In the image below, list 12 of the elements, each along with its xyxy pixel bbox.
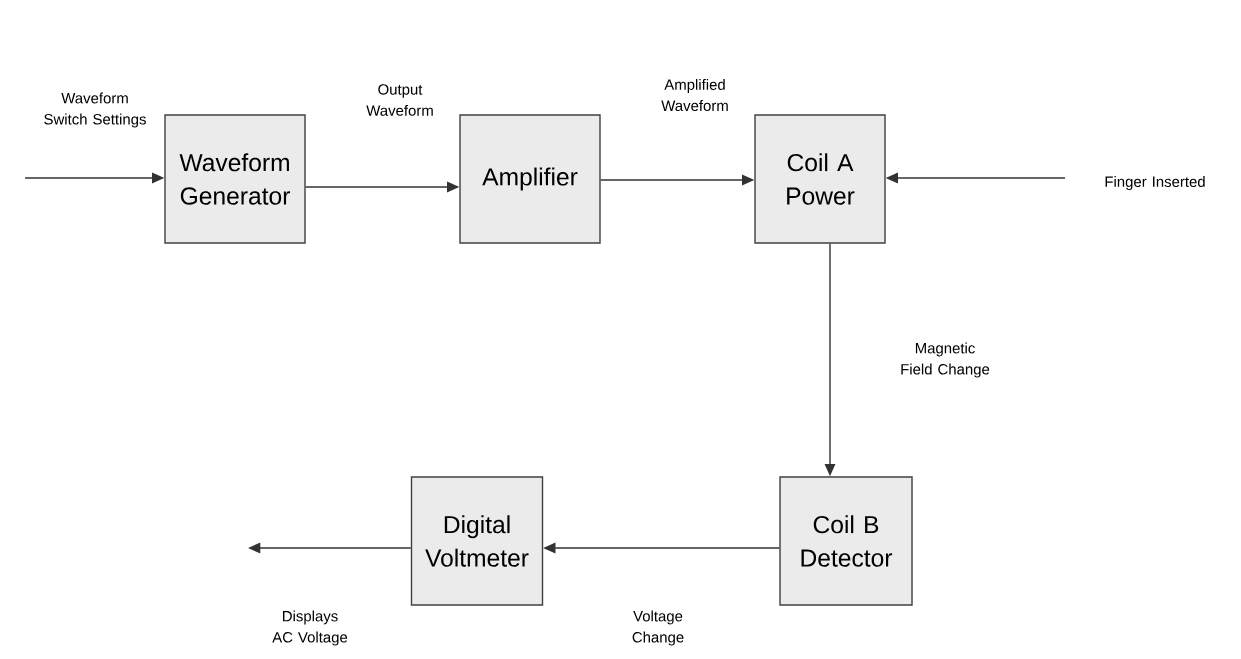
edge-label: Finger Inserted [1105,176,1205,190]
process-box: Coil A Power [754,114,886,244]
edge-label: Waveform Switch Settings [44,92,146,128]
process-box: Amplifier [459,114,601,244]
edge-label: Voltage Change [632,610,684,646]
edge-label: Amplified Waveform [661,78,728,112]
process-box: Coil B Detector [779,476,913,606]
edge-label: Magnetic Field Change [901,342,990,378]
process-box: Waveform Generator [164,114,306,244]
process-box: Digital Voltmeter [410,476,544,606]
edge-label: Output Waveform [366,84,433,116]
edge-label: Displays AC Voltage [272,610,348,646]
